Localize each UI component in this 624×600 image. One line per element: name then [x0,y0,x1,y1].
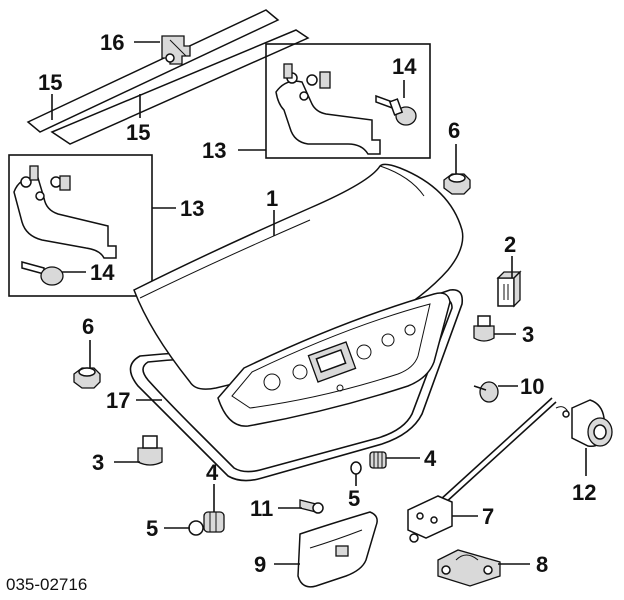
clip-16 [161,35,191,65]
callout-4-right: 4 [424,446,437,471]
callout-13-right: 13 [202,138,226,163]
callout-13-left: 13 [180,196,204,221]
striker-8 [437,549,501,587]
nut-6-left [73,367,101,389]
cap-5-left [188,520,204,536]
hinge-box-13-right [265,43,431,159]
grommet-10 [473,381,499,403]
cover-9 [297,511,378,588]
plug-4-right [369,451,387,469]
lock-cylinder-12 [555,399,613,448]
callout-3-right: 3 [522,322,534,347]
callout-15-center: 15 [126,120,150,145]
callout-3-left: 3 [92,450,104,475]
plug-4-left [203,511,225,533]
callout-17: 17 [106,388,130,413]
callout-9: 9 [254,552,266,577]
callout-10: 10 [520,374,544,399]
callout-6-left: 6 [82,314,94,339]
hinge-box-13-left [8,154,153,297]
callout-14-left: 14 [90,260,115,285]
leader-lines [51,41,587,565]
callout-1: 1 [266,186,278,211]
nut-6-top [443,173,471,195]
callout-5-right: 5 [348,486,360,511]
callout-labels: 16 15 15 14 13 6 13 1 14 2 6 3 17 10 3 4… [38,30,596,577]
callout-12: 12 [572,480,596,505]
bumper-3-right [473,315,495,342]
callout-11: 11 [250,496,273,521]
callout-15-left: 15 [38,70,62,95]
callout-7: 7 [482,504,494,529]
callout-8: 8 [536,552,548,577]
callout-2: 2 [504,232,516,257]
diagram-code: 035-02716 [6,575,87,594]
callout-16: 16 [100,30,124,55]
callout-5-left: 5 [146,516,158,541]
cap-5-right [350,461,362,475]
callout-6-top: 6 [448,118,460,143]
latch-7 [407,495,453,543]
bumper-3-left [137,435,163,466]
trunk-lid-1 [133,163,464,427]
clip-11 [299,499,324,514]
latch-rod [439,397,557,505]
callout-4-left: 4 [206,460,219,485]
callout-14-right: 14 [392,54,417,79]
bracket-2 [496,270,522,308]
